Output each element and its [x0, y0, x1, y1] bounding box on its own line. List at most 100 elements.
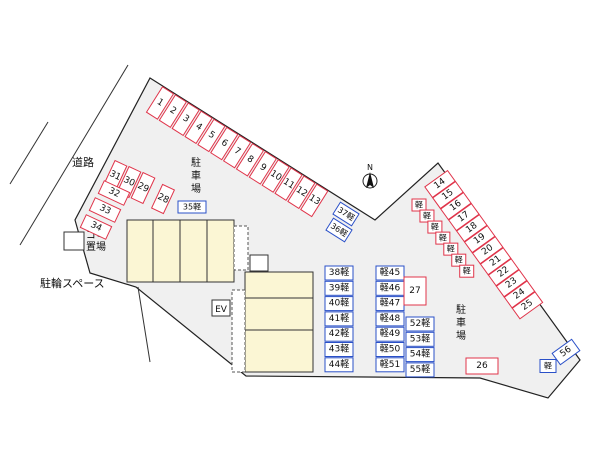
parking-spot-31-label: 31: [108, 169, 123, 183]
parking-spot-37: 37軽: [332, 201, 360, 227]
parking-spot-c1-5-label: 43軽: [329, 344, 349, 355]
road-label: 道路: [72, 155, 94, 169]
parking-spot-c1-0-label: 38軽: [329, 267, 349, 278]
parking-spot-c2-4-label: 軽49: [380, 328, 401, 339]
parking-spot-c2-4: 軽49: [375, 326, 405, 342]
parking-spot-c1-1: 39軽: [324, 280, 354, 296]
parking-spot-34: 34: [79, 214, 113, 240]
parking-spot-c1-3-label: 41軽: [329, 313, 349, 324]
parking-spot-35-label: 35軽: [183, 203, 201, 212]
parking-spot-1-label: 1: [155, 97, 165, 109]
parking-spot-3: 3: [171, 102, 200, 137]
parking-spot-kei-right-5-label: 軽: [455, 256, 463, 265]
parking-label-right: 駐車場: [456, 303, 466, 342]
svg-text:N: N: [367, 163, 373, 172]
parking-spot-c3-3-label: 55軽: [410, 364, 430, 375]
parking-spot-kei-right-0: 軽: [411, 198, 427, 212]
parking-spot-25: 25: [511, 291, 544, 320]
parking-spot-9: 9: [248, 151, 278, 185]
parking-spot-c2-6-label: 軽51: [380, 359, 400, 370]
building-upper: [126, 219, 249, 283]
parking-spot-21: 21: [479, 247, 512, 276]
parking-spot-c3-1: 53軽: [405, 331, 435, 347]
parking-spot-4: 4: [184, 110, 213, 145]
parking-spot-5-label: 5: [206, 130, 216, 142]
parking-spot-c1-3: 41軽: [324, 311, 354, 327]
parking-spot-12: 12: [287, 175, 316, 210]
parking-spot-c1-6-label: 44軽: [329, 359, 349, 370]
parking-spot-8-label: 8: [245, 154, 255, 166]
parking-spot-kei-right-1-label: 軽: [423, 212, 431, 221]
parking-spot-4-label: 4: [193, 122, 203, 134]
parking-spot-29-label: 29: [136, 181, 151, 195]
parking-spot-36: 36軽: [325, 217, 353, 243]
parking-spot-c3-2-label: 54軽: [410, 349, 430, 360]
parking-spot-23: 23: [495, 269, 528, 298]
parking-spot-5: 5: [197, 118, 226, 153]
parking-spot-24: 24: [503, 280, 536, 309]
parking-spot-c2-0: 軽45: [375, 265, 405, 281]
parking-spot-c3-0: 52軽: [405, 316, 435, 332]
bike-space-label: 駐輪スペース: [40, 276, 105, 290]
parking-spot-27: 27: [403, 276, 427, 306]
parking-spot-c3-3: 55軽: [405, 362, 435, 378]
parking-lot-area: [74, 77, 581, 399]
parking-spot-6: 6: [210, 126, 239, 161]
parking-spot-c1-4-label: 42軽: [329, 328, 349, 339]
parking-spot-18: 18: [455, 213, 488, 243]
parking-spot-c1-2: 40軽: [324, 296, 354, 312]
parking-spot-6-label: 6: [219, 138, 229, 150]
parking-spot-33: 33: [88, 197, 122, 223]
parking-label-left: 駐車場: [191, 156, 201, 195]
parking-spot-c1-6: 44軽: [324, 357, 354, 373]
parking-spot-kei-56-label: 軽: [544, 362, 552, 371]
parking-spot-c2-5-label: 軽50: [380, 344, 401, 355]
parking-spot-32-label: 32: [107, 186, 122, 200]
parking-spot-27-label: 27: [409, 286, 420, 296]
parking-spot-kei-right-4: 軽: [443, 242, 459, 256]
parking-spot-26-label: 26: [476, 361, 488, 371]
parking-spot-c1-2-label: 40軽: [329, 298, 349, 309]
parking-spot-22: 22: [487, 258, 520, 287]
parking-spot-kei-right-4-label: 軽: [447, 245, 455, 254]
parking-spot-c3-1-label: 53軽: [410, 333, 430, 344]
parking-spot-8: 8: [235, 142, 265, 177]
parking-spot-1: 1: [145, 86, 175, 120]
parking-spot-c2-5: 軽50: [375, 342, 405, 357]
parking-spot-kei-56: 軽: [539, 359, 557, 373]
parking-spot-kei-right-6-label: 軽: [463, 267, 471, 276]
ev-label: EV: [215, 305, 228, 315]
parking-spot-34-label: 34: [89, 220, 104, 234]
parking-spot-17: 17: [448, 202, 480, 232]
road-edge: [19, 64, 129, 246]
parking-spot-20: 20: [471, 236, 504, 265]
parking-spot-c2-2-label: 軽47: [380, 298, 400, 309]
parking-spot-32: 32: [97, 180, 131, 206]
parking-spot-c2-1-label: 軽46: [380, 282, 401, 293]
parking-spot-7-label: 7: [232, 146, 242, 158]
parking-spot-kei-right-1: 軽: [419, 209, 435, 223]
parking-spot-c2-1: 軽46: [375, 280, 405, 296]
parking-spot-7: 7: [222, 134, 252, 169]
parking-spot-c2-6: 軽51: [375, 357, 405, 373]
parking-spot-13: 13: [300, 183, 329, 218]
parking-spot-16: 16: [440, 191, 472, 221]
parking-spot-c2-3: 軽48: [375, 311, 405, 327]
parking-spot-c3-0-label: 52軽: [410, 318, 430, 329]
parking-spot-2: 2: [158, 94, 188, 128]
parking-spot-26: 26: [465, 357, 499, 375]
parking-spot-kei-right-3-label: 軽: [439, 234, 447, 243]
parking-spot-28-label: 28: [156, 192, 171, 206]
boundary-line: [137, 286, 151, 363]
parking-spot-kei-right-0-label: 軽: [415, 201, 423, 210]
parking-spot-9-label: 9: [258, 162, 268, 174]
parking-spot-kei-right-6: 軽: [459, 264, 475, 278]
parking-spot-35: 35軽: [177, 200, 207, 214]
building-lower: [231, 271, 314, 373]
parking-spot-3-label: 3: [181, 113, 191, 125]
parking-spot-kei-right-2: 軽: [427, 220, 443, 234]
parking-spot-10: 10: [261, 159, 290, 193]
parking-spot-28: 28: [150, 183, 176, 215]
